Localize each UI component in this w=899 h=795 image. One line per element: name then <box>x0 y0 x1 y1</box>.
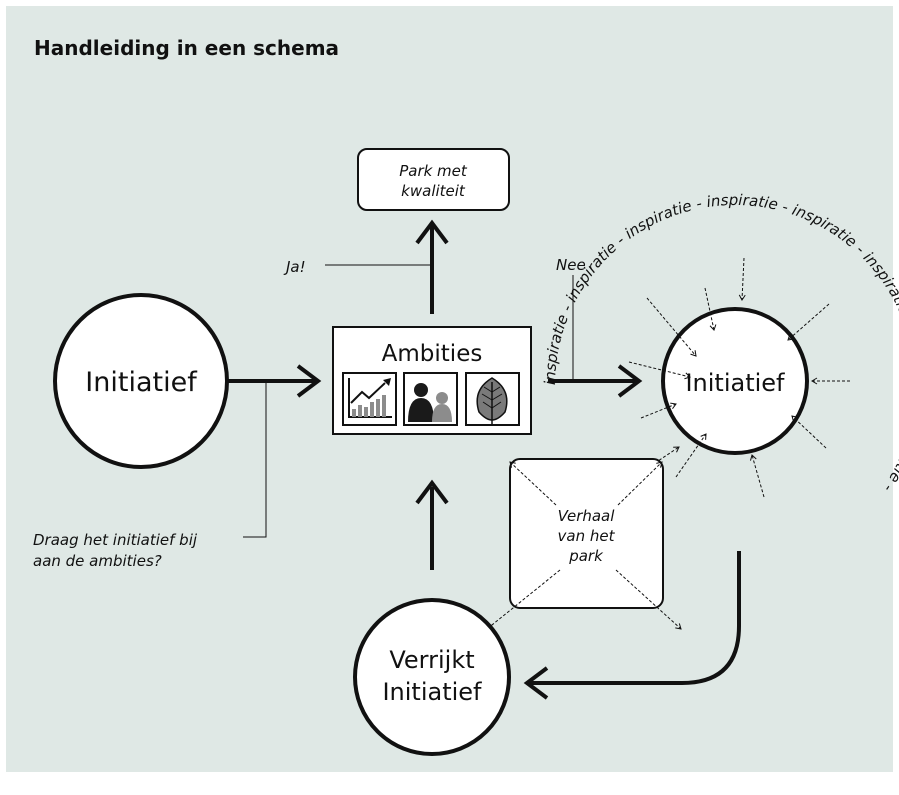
ambitions-label: Ambities <box>382 341 483 367</box>
story-radiating-arrows <box>486 461 682 630</box>
yes-label: Ja! <box>283 258 306 276</box>
story-label-line2: van het <box>558 527 616 545</box>
quality-park-label-line1: Park met <box>399 162 468 180</box>
enriched-label-line1: Verrijkt <box>389 646 474 674</box>
growth-chart-icon <box>342 372 397 426</box>
arrow-initiative-to-ambitions <box>227 364 322 398</box>
initiative-left-node: Initiatief <box>53 293 229 469</box>
quality-park-node: Park met kwaliteit <box>357 148 510 211</box>
arrow-ambitions-to-initiative: Nee <box>548 256 643 398</box>
story-label-line3: park <box>568 547 604 565</box>
page-title: Handleiding in een schema <box>34 36 340 60</box>
story-label-line1: Verhaal <box>558 507 616 525</box>
question-connector: Draag het initiatief bij aan de ambities… <box>33 381 267 570</box>
initiative-right-label: Initiatief <box>685 369 785 397</box>
enriched-initiative-node: Verrijkt Initiatief <box>353 598 511 756</box>
question-label-line2: aan de ambities? <box>33 552 162 570</box>
question-label-line1: Draag het initiatief bij <box>33 531 198 549</box>
enriched-label-line2: Initiatief <box>382 678 482 706</box>
arrow-enriched-to-ambitions <box>415 479 449 570</box>
quality-park-label-line2: kwaliteit <box>401 182 466 200</box>
initiative-left-label: Initiatief <box>85 367 198 398</box>
leaf-icon <box>465 372 520 426</box>
people-icon <box>403 372 458 426</box>
initiative-right-node: Initiatief <box>661 307 809 455</box>
ambitions-node: Ambities <box>332 326 532 435</box>
arrow-initiative-to-enriched <box>523 551 741 700</box>
story-node: Verhaal van het park <box>509 458 664 609</box>
no-label: Nee <box>556 256 586 274</box>
arrow-ambitions-to-quality: Ja! <box>283 219 449 314</box>
